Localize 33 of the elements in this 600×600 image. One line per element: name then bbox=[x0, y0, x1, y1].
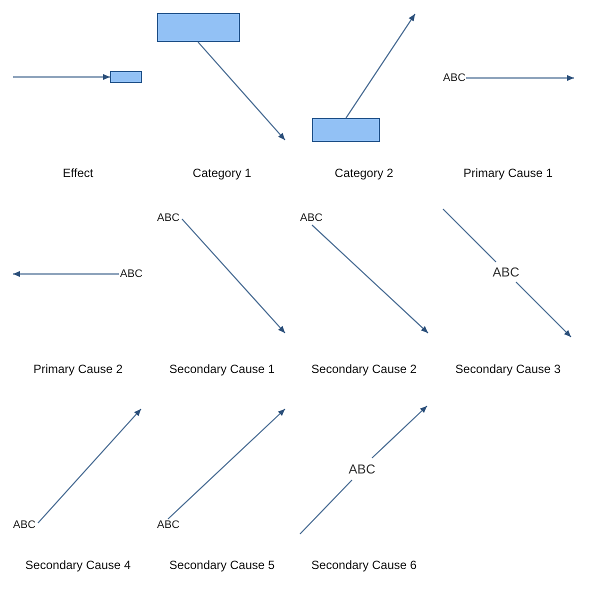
arrow bbox=[13, 74, 110, 80]
arrow bbox=[168, 408, 286, 520]
caption: Category 2 bbox=[334, 166, 394, 180]
cause-label: ABC bbox=[120, 268, 143, 281]
arrow bbox=[516, 282, 572, 338]
caption: Secondary Cause 1 bbox=[169, 362, 275, 376]
category-box bbox=[157, 13, 240, 42]
cause-label: ABC bbox=[492, 264, 520, 280]
arrow bbox=[38, 408, 142, 524]
arrow bbox=[312, 224, 428, 334]
cause-label: ABC bbox=[157, 519, 180, 532]
arrow bbox=[466, 75, 574, 81]
caption: Secondary Cause 3 bbox=[455, 362, 561, 376]
caption: Category 1 bbox=[192, 166, 252, 180]
arrow bbox=[198, 42, 286, 140]
cause-label: ABC bbox=[157, 212, 180, 225]
arrow bbox=[182, 218, 286, 334]
cause-label: ABC bbox=[443, 72, 466, 85]
arrow bbox=[372, 406, 428, 458]
caption: Secondary Cause 6 bbox=[311, 558, 417, 572]
caption: Primary Cause 2 bbox=[33, 362, 123, 376]
arrow bbox=[346, 14, 416, 118]
caption: Primary Cause 1 bbox=[463, 166, 553, 180]
category-box bbox=[312, 118, 380, 142]
category-box bbox=[110, 71, 142, 83]
caption: Secondary Cause 5 bbox=[169, 558, 275, 572]
caption: Secondary Cause 2 bbox=[311, 362, 417, 376]
arrow bbox=[13, 271, 119, 277]
cause-label: ABC bbox=[13, 519, 36, 532]
cause-label: ABC bbox=[300, 212, 323, 225]
caption: Secondary Cause 4 bbox=[25, 558, 131, 572]
cause-label: ABC bbox=[348, 462, 376, 476]
caption: Effect bbox=[62, 166, 94, 180]
